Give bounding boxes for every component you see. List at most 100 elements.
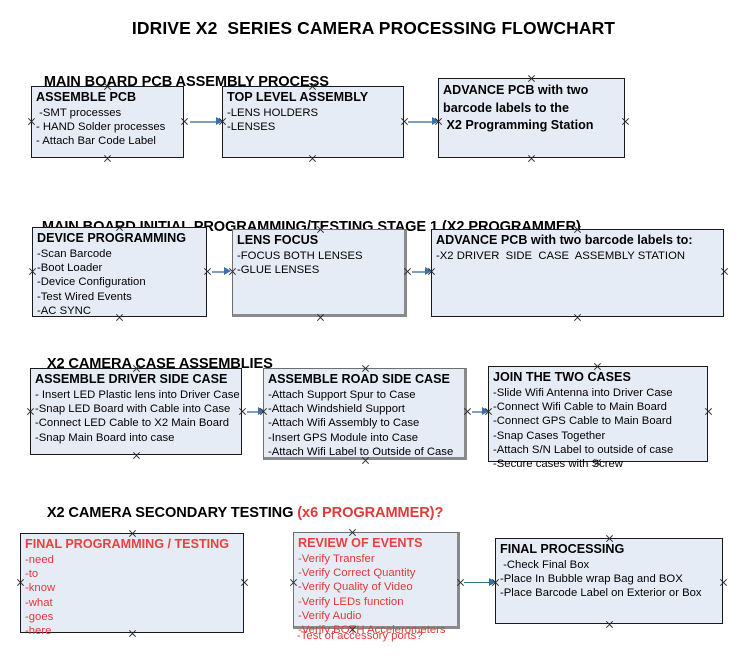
connection-handle-top[interactable] [573,225,582,234]
node-line: -need [25,554,54,566]
connection-handle-right[interactable] [621,117,630,126]
connector-top-level-to-advance [408,121,435,123]
connection-handle-bottom[interactable] [605,620,614,629]
node-title: REVIEW OF EVENTS [298,536,423,550]
node-line: -Attach Wifi Label to Outside of Case [268,445,454,458]
node-review-of-events[interactable]: REVIEW OF EVENTS -Verify Transfer -Verif… [293,532,460,636]
node-title: ASSEMBLE ROAD SIDE CASE [268,372,450,386]
connection-handle-right[interactable] [403,267,412,276]
node-line: -Snap Cases Together [493,429,606,442]
node-assemble-driver-side-case[interactable]: ASSEMBLE DRIVER SIDE CASE - Insert LED P… [30,368,242,455]
connection-handle-left[interactable] [427,267,436,276]
connection-handle-right[interactable] [720,267,729,276]
node-assemble-pcb[interactable]: ASSEMBLE PCB -SMT processes - HAND Solde… [31,86,184,158]
node-title: TOP LEVEL ASSEMBLY [227,90,369,104]
connection-handle-left[interactable] [484,407,493,416]
connection-handle-top[interactable] [605,534,614,543]
connection-handle-left[interactable] [289,578,298,587]
node-title: X2 Programming Station [443,118,594,132]
node-line: -AC SYNC [37,304,91,317]
connection-handle-left[interactable] [26,407,35,416]
node-line: -LENS HOLDERS [227,107,319,119]
node-final-processing[interactable]: FINAL PROCESSING -Check Final Box -Place… [495,538,723,624]
node-line: -Check Final Box [500,559,590,571]
connection-handle-bottom[interactable] [115,313,124,322]
node-line: -Connect GPS Cable to Main Board [493,415,672,428]
connection-handle-right[interactable] [203,267,212,276]
node-line: -Slide Wifi Antenna into Driver Case [493,387,673,399]
node-join-two-cases[interactable]: JOIN THE TWO CASES -Slide Wifi Antenna i… [488,366,708,470]
node-line: -GLUE LENSES [237,264,320,277]
connection-handle-top[interactable] [361,364,370,373]
node-line: -Verify Quality of Video [298,581,413,594]
connection-handle-bottom[interactable] [316,313,325,322]
node-title: ASSEMBLE DRIVER SIDE CASE [35,372,228,386]
node-line: -Scan Barcode [37,248,112,260]
connection-handle-bottom[interactable] [132,451,141,460]
node-title: FINAL PROGRAMMING / TESTING [25,537,230,551]
connection-handle-left[interactable] [27,117,36,126]
connection-handle-right[interactable] [238,407,247,416]
connection-handle-top[interactable] [316,225,325,234]
connection-handle-bottom[interactable] [348,625,357,634]
node-line: -Verify Audio [298,609,362,622]
connection-handle-top[interactable] [348,528,357,537]
node-line: - Insert LED Plastic lens into Driver Ca… [35,389,240,401]
node-line: -Attach Support Spur to Case [268,389,416,401]
connection-handle-right[interactable] [719,578,728,587]
connection-handle-left[interactable] [434,117,443,126]
node-line: -SMT processes [36,107,122,119]
connection-handle-right[interactable] [180,117,189,126]
connector-lens-focus-to-advance [412,271,428,273]
node-device-programming[interactable]: DEVICE PROGRAMMING -Scan Barcode -Boot L… [32,227,207,317]
node-title: barcode labels to the [443,100,569,115]
connection-handle-top[interactable] [593,362,602,371]
node-line: -Snap LED Board with Cable into Case [35,403,231,416]
connection-handle-right[interactable] [704,407,713,416]
connection-handle-left[interactable] [28,267,37,276]
connector-road-side-to-join [472,411,485,413]
connection-handle-bottom[interactable] [573,313,582,322]
node-line: -Test Wired Events [37,290,132,303]
connection-handle-bottom[interactable] [593,458,602,467]
node-line: -LENSES [227,121,276,134]
connection-handle-bottom[interactable] [361,456,370,465]
node-title: ASSEMBLE PCB [36,90,137,104]
node-line: -Insert GPS Module into Case [268,431,419,444]
node-line: -Snap Main Board into case [35,431,175,444]
section-header-accent: (x6 PROGRAMMER)? [297,505,444,521]
node-final-programming-testing[interactable]: FINAL PROGRAMMING / TESTING -need -to -k… [20,533,244,637]
connection-handle-top[interactable] [128,529,137,538]
connection-handle-left[interactable] [16,578,25,587]
connection-handle-left[interactable] [259,407,268,416]
connection-handle-bottom[interactable] [308,154,317,163]
connection-handle-top[interactable] [115,223,124,232]
node-top-level-assembly[interactable]: TOP LEVEL ASSEMBLY -LENS HOLDERS -LENSES [222,86,404,158]
connection-handle-right[interactable] [240,578,249,587]
node-line: -Attach Wifi Assembly to Case [268,417,420,430]
node-line: -Device Configuration [37,276,146,289]
connection-handle-left[interactable] [228,267,237,276]
connection-handle-top[interactable] [527,74,536,83]
connection-handle-top[interactable] [308,82,317,91]
section-header-label: X2 CAMERA SECONDARY TESTING [46,505,298,521]
node-line: - HAND Solder processes [36,121,166,134]
node-line: -X2 DRIVER SIDE CASE ASSEMBLY STATION [436,250,686,262]
connection-handle-right[interactable] [463,407,472,416]
node-title: ADVANCE PCB with two [443,83,589,97]
connection-handle-top[interactable] [103,82,112,91]
connection-handle-bottom[interactable] [103,154,112,163]
connection-handle-bottom[interactable] [128,629,137,638]
node-title: JOIN THE TWO CASES [493,370,631,384]
node-advance-pcb-driver-side[interactable]: ADVANCE PCB with two barcode labels to: … [431,229,724,317]
connection-handle-bottom[interactable] [527,154,536,163]
node-assemble-road-side-case[interactable]: ASSEMBLE ROAD SIDE CASE -Attach Support … [263,368,467,460]
connector-pcb-to-top-level [190,121,218,123]
node-lens-focus[interactable]: LENS FOCUS -FOCUS BOTH LENSES -GLUE LENS… [232,229,407,317]
node-advance-pcb-programming-station[interactable]: ADVANCE PCB with two barcode labels to t… [438,78,625,158]
connection-handle-left[interactable] [491,578,500,587]
connection-handle-left[interactable] [218,117,227,126]
node-line-overflow: -Test of accessory ports? [297,630,423,642]
node-line: -Attach S/N Label to outside of case [493,443,674,456]
connection-handle-top[interactable] [132,364,141,373]
